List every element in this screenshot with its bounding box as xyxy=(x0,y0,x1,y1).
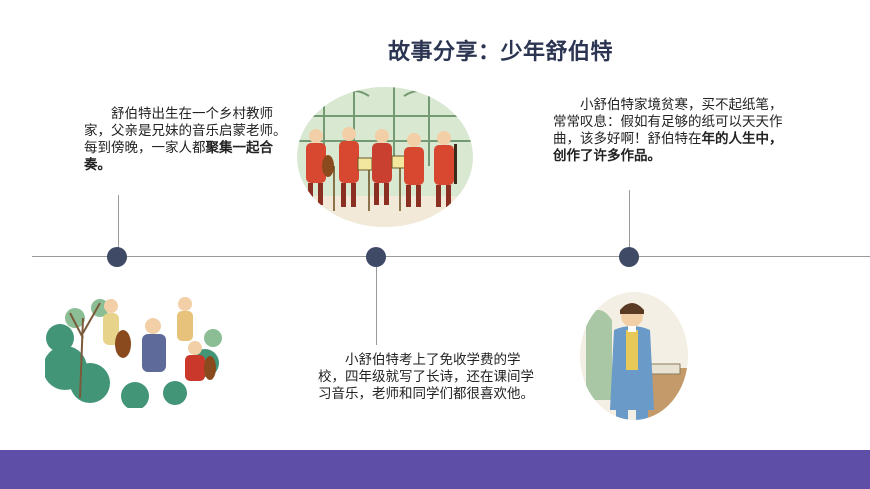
story-text-2-body: 小舒伯特考上了免收学费的学校，四年级就写了长诗，还在课间学习音乐，老师和同学们都… xyxy=(318,352,534,402)
story-text-3: 小舒伯特家境贫寒，买不起纸笔，常常叹息：假如有足够的纸可以天天作曲，该多好啊！舒… xyxy=(553,97,793,165)
story-text-1: 舒伯特出生在一个乡村教师家，父亲是兄妹的音乐启蒙老师。每到傍晚，一家人都聚集一起… xyxy=(84,106,294,174)
bottom-bar xyxy=(0,450,870,489)
illustration-schubert-portrait xyxy=(580,292,688,420)
timeline-dot-1 xyxy=(107,247,127,267)
story-text-1-body: 舒伯特出生在一个乡村教师家，父亲是兄妹的音乐启蒙老师。每到傍晚，一家人都 xyxy=(84,106,287,156)
timeline-dot-2 xyxy=(366,247,386,267)
timeline-connector-3 xyxy=(629,190,630,257)
story-text-3-body: 小舒伯特家境贫寒，买不起纸笔，常常叹息：假如有足够的纸可以天天作曲，该多好啊！舒… xyxy=(553,97,783,147)
slide-title: 故事分享：少年舒伯特 xyxy=(388,40,614,65)
illustration-family-garden xyxy=(45,297,222,408)
timeline-connector-1 xyxy=(118,195,119,257)
story-text-3-emphasis: 年的人生中，创作了许多作品。 xyxy=(553,131,783,164)
timeline-dot-3 xyxy=(619,247,639,267)
story-text-2: 小舒伯特考上了免收学费的学校，四年级就写了长诗，还在课间学习音乐，老师和同学们都… xyxy=(318,352,546,403)
illustration-musicians-window xyxy=(297,87,473,227)
timeline-connector-2 xyxy=(376,257,377,345)
story-text-1-emphasis: 聚集一起合奏。 xyxy=(84,140,273,173)
timeline-line xyxy=(32,256,870,257)
